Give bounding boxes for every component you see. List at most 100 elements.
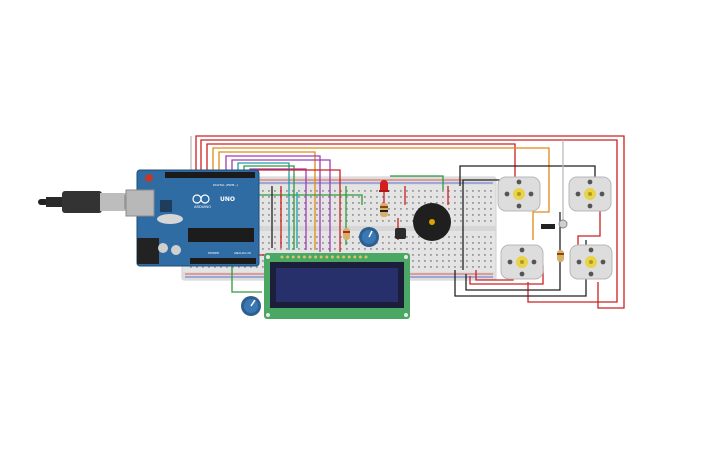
breadboard-hole — [328, 196, 330, 198]
arduino-uno: UNO ARDUINO DIGITAL (PWM~) POWER ANALOG … — [125, 169, 260, 267]
breadboard-hole — [268, 202, 270, 204]
breadboard-hole — [370, 202, 372, 204]
breadboard-hole — [472, 220, 474, 222]
breadboard-hole — [418, 190, 420, 192]
breadboard-hole — [370, 190, 372, 192]
potentiometer[interactable] — [241, 296, 261, 316]
breadboard-hole — [328, 248, 330, 250]
breadboard-hole — [430, 202, 432, 204]
breadboard-hole — [262, 220, 264, 222]
breadboard-hole — [406, 248, 408, 250]
breadboard-hole — [286, 248, 288, 250]
breadboard-hole — [292, 248, 294, 250]
resistor — [380, 203, 388, 217]
arduino-logo — [192, 194, 210, 204]
breadboard-hole — [412, 208, 414, 210]
breadboard-hole — [328, 214, 330, 216]
breadboard-hole — [454, 248, 456, 250]
breadboard-hole — [400, 248, 402, 250]
breadboard-hole — [484, 260, 486, 262]
breadboard-hole — [358, 190, 360, 192]
breadboard-hole — [298, 220, 300, 222]
breadboard-hole — [304, 190, 306, 192]
lcd-pin — [353, 255, 357, 259]
breadboard-hole — [430, 248, 432, 250]
breadboard-hole — [334, 196, 336, 198]
breadboard-hole — [400, 202, 402, 204]
breadboard-hole — [448, 190, 450, 192]
breadboard-hole — [424, 260, 426, 262]
breadboard-hole — [358, 236, 360, 238]
breadboard-hole — [310, 196, 312, 198]
breadboard-hole — [316, 242, 318, 244]
breadboard-hole — [472, 242, 474, 244]
breadboard-hole — [418, 236, 420, 238]
breadboard-hole — [340, 202, 342, 204]
breadboard-hole — [478, 208, 480, 210]
breadboard-hole — [340, 236, 342, 238]
breadboard-hole — [478, 202, 480, 204]
breadboard-hole — [334, 220, 336, 222]
breadboard-hole — [340, 208, 342, 210]
breadboard-hole — [262, 236, 264, 238]
breadboard-hole — [310, 208, 312, 210]
breadboard-hole — [268, 220, 270, 222]
breadboard-hole — [454, 266, 456, 268]
dc-motor — [568, 176, 612, 212]
breadboard-hole — [286, 190, 288, 192]
breadboard-hole — [484, 202, 486, 204]
breadboard-hole — [430, 254, 432, 256]
lcd-pin — [358, 255, 362, 259]
reset-button[interactable] — [145, 174, 153, 182]
breadboard-hole — [298, 202, 300, 204]
breadboard-hole — [316, 202, 318, 204]
breadboard-hole — [262, 242, 264, 244]
breadboard-hole — [298, 242, 300, 244]
breadboard-hole — [352, 208, 354, 210]
breadboard-hole — [412, 196, 414, 198]
breadboard-hole — [484, 248, 486, 250]
breadboard-hole — [346, 208, 348, 210]
breadboard-hole — [400, 196, 402, 198]
breadboard-hole — [304, 208, 306, 210]
breadboard-hole — [460, 248, 462, 250]
lcd-pin — [286, 255, 290, 259]
breadboard-hole — [466, 236, 468, 238]
breadboard-hole — [466, 248, 468, 250]
breadboard-hole — [460, 208, 462, 210]
lcd-pin — [347, 255, 351, 259]
analog-pins-label: ANALOG IN — [234, 251, 251, 255]
breadboard-hole — [274, 220, 276, 222]
breadboard-hole — [268, 208, 270, 210]
breadboard-hole — [442, 190, 444, 192]
breadboard-hole — [376, 214, 378, 216]
breadboard-hole — [418, 248, 420, 250]
breadboard-hole — [460, 236, 462, 238]
breadboard-hole — [370, 248, 372, 250]
breadboard-hole — [418, 260, 420, 262]
breadboard-hole — [328, 202, 330, 204]
breadboard-hole — [304, 202, 306, 204]
photoresistor — [541, 219, 568, 229]
breadboard-hole — [418, 242, 420, 244]
dc-motor — [497, 176, 541, 212]
breadboard-hole — [316, 208, 318, 210]
breadboard-hole — [406, 202, 408, 204]
breadboard-hole — [292, 202, 294, 204]
breadboard-hole — [460, 202, 462, 204]
breadboard-hole — [304, 248, 306, 250]
breadboard-hole — [226, 266, 228, 268]
breadboard-hole — [412, 202, 414, 204]
breadboard-hole — [352, 220, 354, 222]
breadboard-hole — [268, 190, 270, 192]
breadboard-hole — [322, 190, 324, 192]
breadboard-hole — [394, 220, 396, 222]
potentiometer[interactable] — [359, 227, 379, 247]
breadboard-hole — [388, 196, 390, 198]
breadboard-hole — [352, 248, 354, 250]
breadboard-hole — [454, 202, 456, 204]
breadboard-hole — [256, 266, 258, 268]
breadboard-hole — [472, 196, 474, 198]
breadboard-hole — [442, 242, 444, 244]
breadboard-hole — [472, 260, 474, 262]
